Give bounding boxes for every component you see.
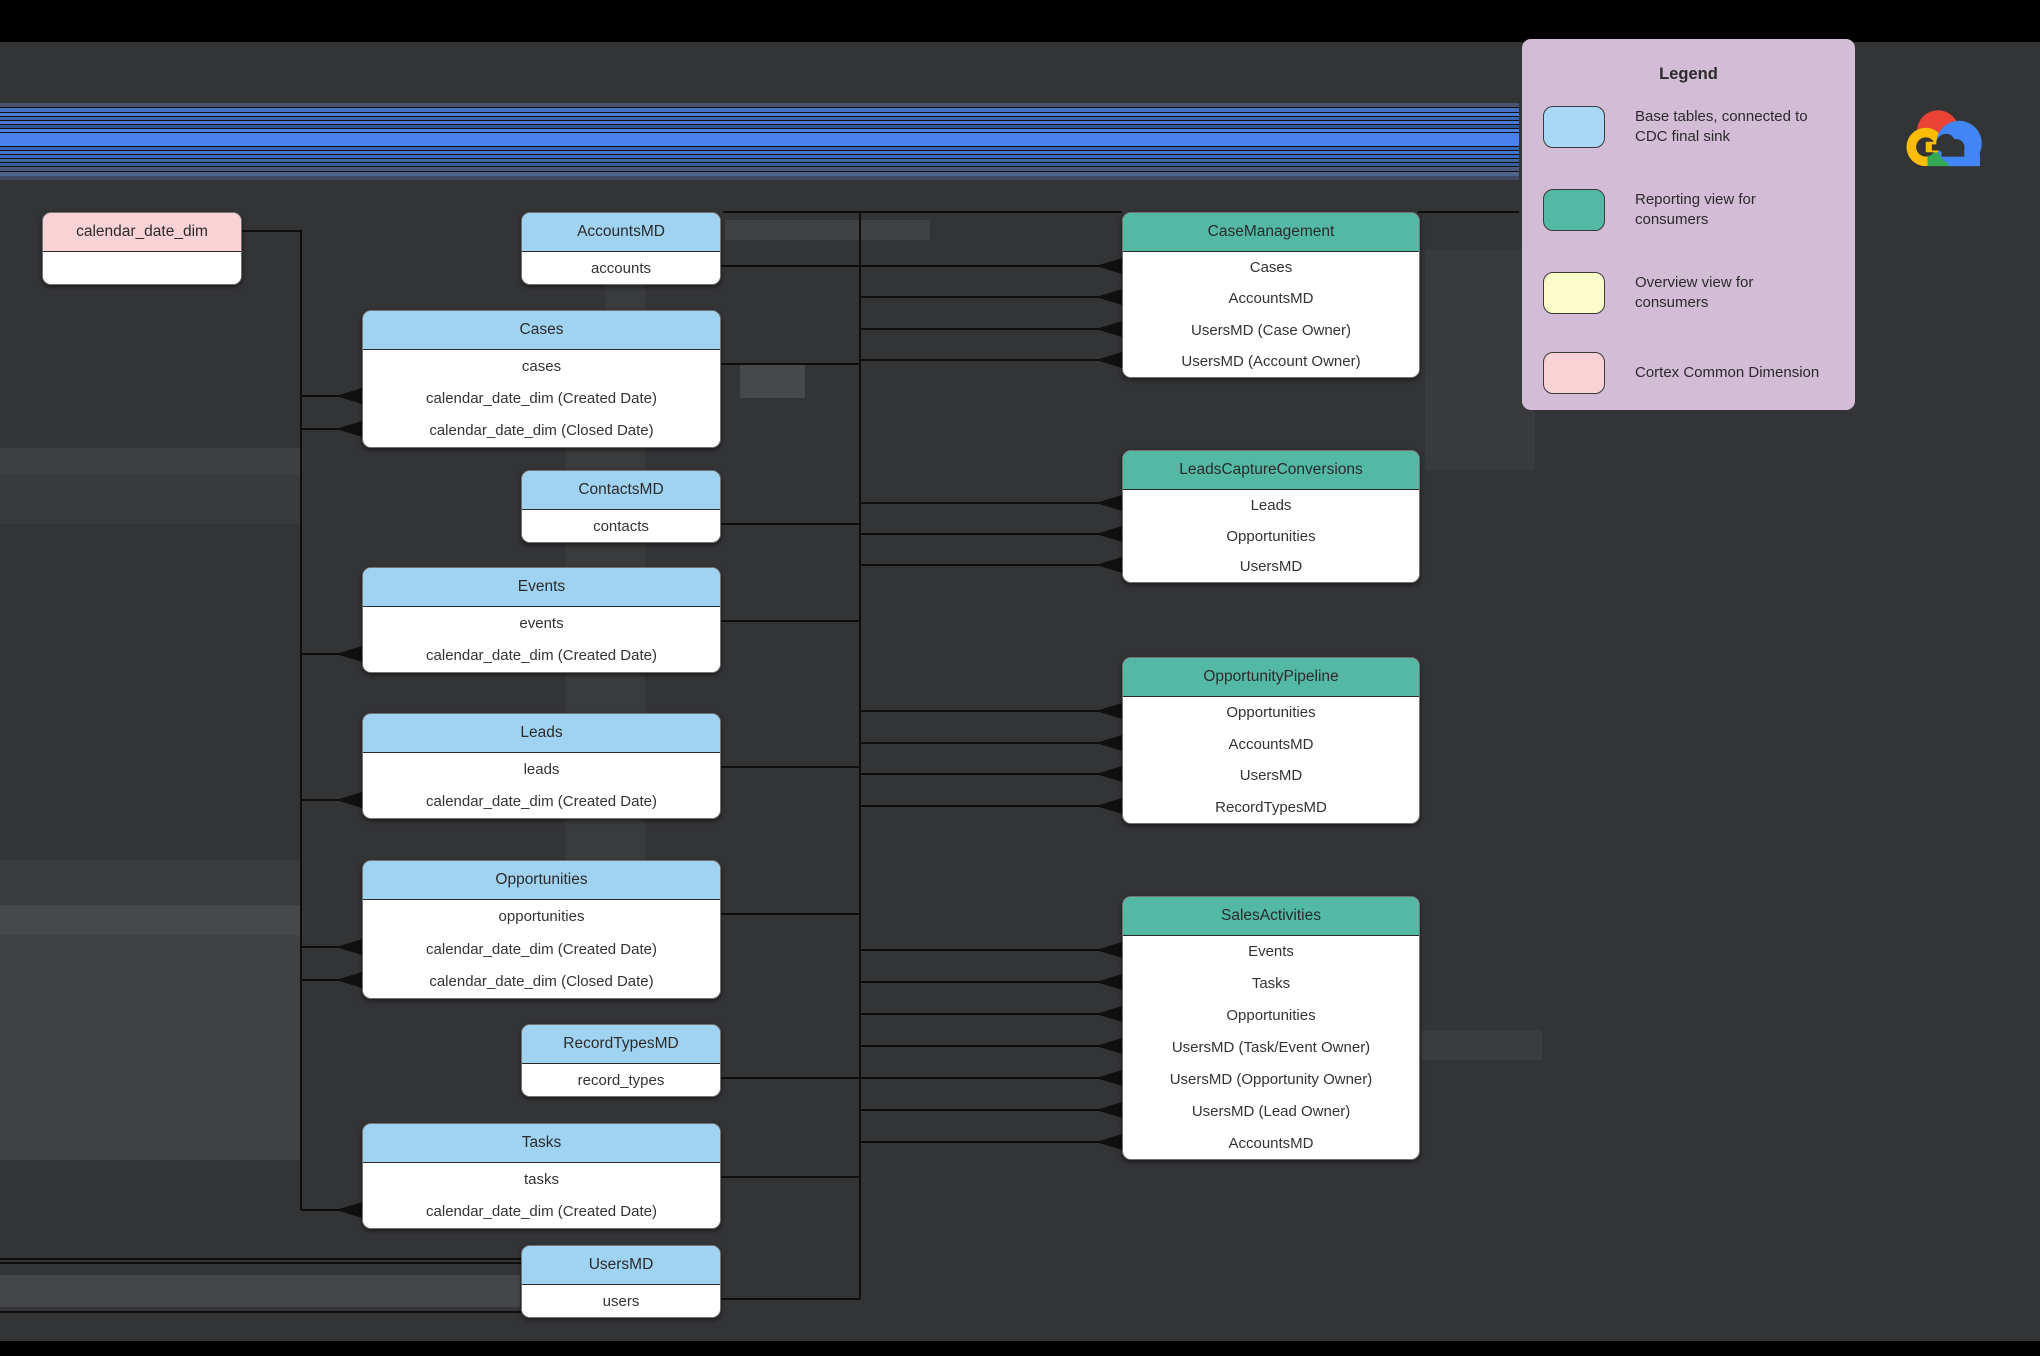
table-row: leads bbox=[363, 753, 720, 786]
table-header: Leads bbox=[363, 714, 720, 753]
table-header: OpportunityPipeline bbox=[1123, 658, 1419, 697]
table-row: UsersMD (Case Owner) bbox=[1123, 314, 1419, 346]
legend-label: Overview view for consumers bbox=[1635, 273, 1754, 311]
bottom-black-bar bbox=[0, 1341, 2040, 1356]
table-row: Leads bbox=[1123, 490, 1419, 521]
redaction-stripe bbox=[0, 474, 300, 524]
redaction-stripe bbox=[0, 1275, 520, 1307]
legend-swatch-base-table bbox=[1543, 106, 1605, 148]
table-row: Opportunities bbox=[1123, 697, 1419, 729]
redaction-stripe bbox=[1422, 1030, 1542, 1060]
table-header: SalesActivities bbox=[1123, 897, 1419, 936]
legend-label: Base tables, connected to CDC final sink bbox=[1635, 107, 1808, 145]
table-row: UsersMD bbox=[1123, 551, 1419, 583]
legend-item-overview: Overview view for consumers bbox=[1543, 271, 1835, 315]
table-row: AccountsMD bbox=[1123, 1127, 1419, 1160]
table-row: Events bbox=[1123, 936, 1419, 968]
table-row: users bbox=[522, 1285, 720, 1317]
table-header: Events bbox=[363, 568, 720, 607]
redacted-blue-banner bbox=[0, 103, 1519, 180]
table-row: UsersMD bbox=[1123, 760, 1419, 792]
legend-swatch-reporting-view bbox=[1543, 189, 1605, 231]
legend-label: Reporting view for consumers bbox=[1635, 190, 1756, 228]
table-row: calendar_date_dim (Created Date) bbox=[363, 785, 720, 818]
redaction-stripe bbox=[725, 220, 930, 240]
table-row: calendar_date_dim (Created Date) bbox=[363, 639, 720, 672]
table-row: Opportunities bbox=[1123, 999, 1419, 1032]
redaction-stripe bbox=[0, 448, 300, 474]
table-row: calendar_date_dim (Created Date) bbox=[363, 932, 720, 966]
table-calendar-date-dim: calendar_date_dim bbox=[42, 212, 242, 285]
legend-item-reporting: Reporting view for consumers bbox=[1543, 188, 1835, 232]
table-row: Tasks bbox=[1123, 967, 1419, 1000]
table-header: LeadsCaptureConversions bbox=[1123, 451, 1419, 490]
table-header: ContactsMD bbox=[522, 471, 720, 510]
top-black-bar bbox=[0, 0, 2040, 42]
legend-item-common-dimension: Cortex Common Dimension bbox=[1543, 351, 1835, 395]
table-row: AccountsMD bbox=[1123, 728, 1419, 760]
crow-arrowheads bbox=[336, 258, 1122, 1218]
table-row: calendar_date_dim (Created Date) bbox=[363, 382, 720, 415]
table-header: RecordTypesMD bbox=[522, 1025, 720, 1064]
table-row: calendar_date_dim (Closed Date) bbox=[363, 965, 720, 999]
table-row: opportunities bbox=[363, 900, 720, 933]
table-row: UsersMD (Account Owner) bbox=[1123, 345, 1419, 377]
table-row: UsersMD (Lead Owner) bbox=[1123, 1095, 1419, 1128]
redaction-stripe bbox=[0, 905, 300, 935]
table-header: CaseManagement bbox=[1123, 213, 1419, 252]
table-row: events bbox=[363, 607, 720, 640]
table-header: calendar_date_dim bbox=[43, 213, 241, 252]
redaction-stripe bbox=[1425, 250, 1535, 470]
table-row: cases bbox=[363, 350, 720, 383]
table-header: Cases bbox=[363, 311, 720, 350]
table-header: Tasks bbox=[363, 1124, 720, 1163]
table-header: UsersMD bbox=[522, 1246, 720, 1285]
table-row: Cases bbox=[1123, 252, 1419, 284]
redaction-stripe bbox=[0, 935, 300, 1160]
table-row: UsersMD (Opportunity Owner) bbox=[1123, 1063, 1419, 1096]
redaction-stripe bbox=[0, 860, 300, 905]
table-row: calendar_date_dim (Closed Date) bbox=[363, 414, 720, 447]
table-header: Opportunities bbox=[363, 861, 720, 900]
table-row: accounts bbox=[522, 252, 720, 284]
table-row bbox=[43, 252, 241, 284]
google-cloud-logo-icon bbox=[1903, 110, 1987, 177]
table-header: AccountsMD bbox=[522, 213, 720, 252]
table-row: RecordTypesMD bbox=[1123, 791, 1419, 823]
legend-swatch-overview-view bbox=[1543, 272, 1605, 314]
redaction-stripe bbox=[740, 365, 805, 398]
table-row: Opportunities bbox=[1123, 520, 1419, 552]
table-row: record_types bbox=[522, 1064, 720, 1096]
table-row: contacts bbox=[522, 510, 720, 542]
legend-label: Cortex Common Dimension bbox=[1635, 363, 1820, 381]
legend: Legend Base tables, connected to CDC fin… bbox=[1522, 39, 1855, 410]
table-row: calendar_date_dim (Created Date) bbox=[363, 1195, 720, 1228]
table-row: tasks bbox=[363, 1163, 720, 1196]
table-row: UsersMD (Task/Event Owner) bbox=[1123, 1031, 1419, 1064]
legend-swatch-common-dimension bbox=[1543, 352, 1605, 394]
table-row: AccountsMD bbox=[1123, 283, 1419, 315]
legend-title: Legend bbox=[1659, 65, 1718, 83]
legend-item-base: Base tables, connected to CDC final sink bbox=[1543, 105, 1835, 149]
